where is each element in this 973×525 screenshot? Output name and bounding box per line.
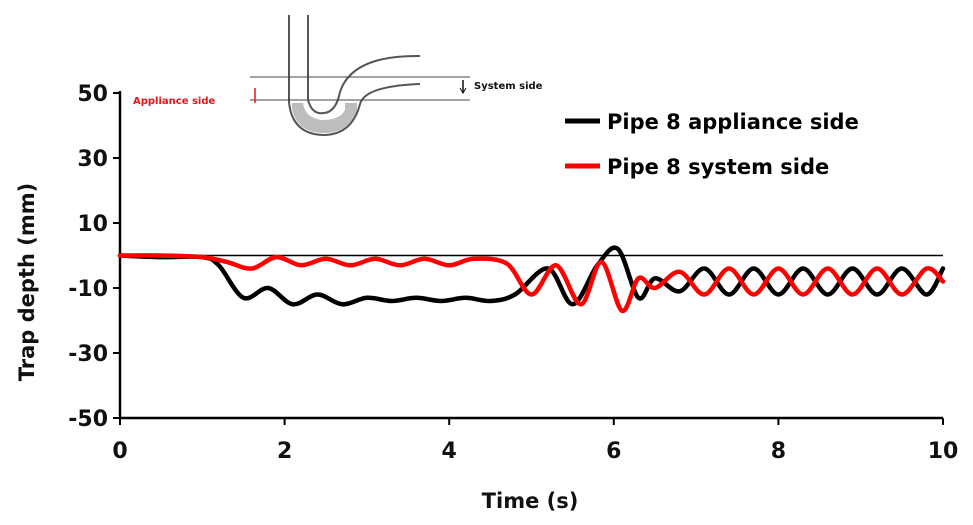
y-tick-label: -50 [68,407,108,432]
y-tick-label: -10 [68,277,108,302]
trap-outer-wall [288,15,421,137]
x-axis-title: Time (s) [482,489,579,513]
x-tick-label: 6 [606,439,621,464]
series-group [117,245,946,314]
legend-label-system: Pipe 8 system side [607,155,829,179]
y-tick-label: 30 [77,147,108,172]
y-tick-label: -30 [68,342,108,367]
trap-water [292,103,357,134]
y-tick-label: 10 [77,212,108,237]
series-line-system [117,253,946,314]
trap-system-arrow [459,87,467,94]
y-tick-label: 50 [77,82,108,107]
ticks: -50 -30 -10 10 30 50 0 2 4 6 8 10 [68,82,958,464]
system-side-label: System side [474,81,543,92]
x-tick-label: 8 [771,439,786,464]
trap-inner-wall [307,15,421,115]
x-tick-label: 4 [442,439,457,464]
axes [118,91,943,420]
y-axis-title: Trap depth (mm) [15,183,39,381]
x-tick-label: 10 [928,439,959,464]
appliance-side-label: Appliance side [133,96,216,107]
trap-diagram: Appliance side System side [133,15,543,137]
legend: Pipe 8 appliance side Pipe 8 system side [565,110,859,179]
legend-label-appliance: Pipe 8 appliance side [607,110,859,134]
x-tick-label: 0 [112,439,127,464]
x-tick-label: 2 [277,439,292,464]
